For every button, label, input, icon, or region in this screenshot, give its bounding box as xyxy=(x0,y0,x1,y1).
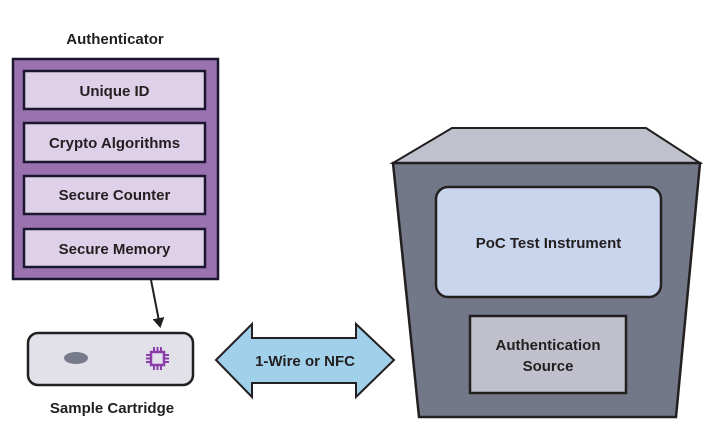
feature-unique-id: Unique ID xyxy=(22,69,207,111)
poc-test-instrument: PoC Test Instrument Authentication Sourc… xyxy=(389,127,704,419)
auth-source-label-line1: Authentication xyxy=(496,337,601,354)
chip-icon xyxy=(146,347,169,370)
sample-well-icon xyxy=(64,352,88,364)
feature-label: Unique ID xyxy=(80,83,150,100)
feature-label: Secure Memory xyxy=(59,241,171,258)
feature-secure-memory: Secure Memory xyxy=(22,227,207,269)
link-label: 1-Wire or NFC xyxy=(255,353,355,370)
link-arrow: 1-Wire or NFC xyxy=(214,321,396,400)
feature-label: Crypto Algorithms xyxy=(49,135,180,152)
double-arrow-icon xyxy=(214,321,396,400)
instrument-screen xyxy=(434,185,663,299)
feature-crypto-algorithms: Crypto Algorithms xyxy=(22,121,207,164)
authenticator-block: Authenticator Unique ID Crypto Algorithm… xyxy=(11,31,220,281)
authenticator-title: Authenticator xyxy=(66,31,164,48)
sample-cartridge: Sample Cartridge xyxy=(26,331,195,417)
instrument-screen-label: PoC Test Instrument xyxy=(476,235,622,252)
authenticator-to-cartridge-arrow xyxy=(150,279,165,328)
cartridge-label: Sample Cartridge xyxy=(50,400,174,417)
instrument-top-face xyxy=(389,127,704,164)
authentication-source-box xyxy=(468,314,628,395)
cartridge-body xyxy=(26,331,195,387)
auth-source-label-line2: Source xyxy=(523,358,574,375)
feature-secure-counter: Secure Counter xyxy=(22,174,207,216)
feature-label: Secure Counter xyxy=(59,187,171,204)
